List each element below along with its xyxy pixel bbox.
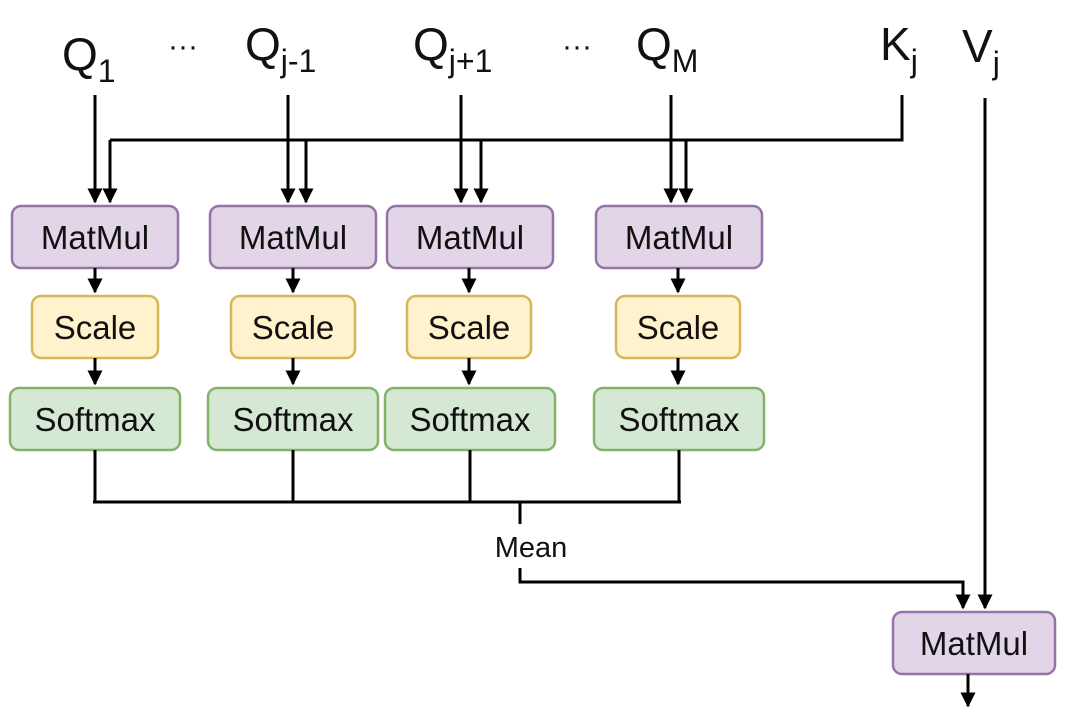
- input-qj-minus-1: Qj-1: [245, 18, 316, 79]
- softmax-label-3: Softmax: [409, 401, 531, 438]
- scale-label-3: Scale: [428, 309, 511, 346]
- scale-label-4: Scale: [637, 309, 720, 346]
- matmul-box-3: [387, 206, 553, 268]
- softmax-label-2: Softmax: [232, 401, 354, 438]
- scale-box-2: [231, 296, 355, 358]
- matmul-label-2: MatMul: [239, 219, 347, 256]
- final-matmul-box-border: [891, 610, 1057, 676]
- scale-box-4: [616, 296, 740, 358]
- matmul-box-2: [210, 206, 376, 268]
- final-matmul-box: [893, 612, 1055, 674]
- ellipsis-left: ···: [168, 30, 198, 63]
- scale-label-1: Scale: [54, 309, 137, 346]
- softmax-box-4: [594, 388, 764, 450]
- scale-box-1: [32, 296, 158, 358]
- input-q1: Q1: [62, 28, 116, 89]
- ellipsis-right: ···: [562, 30, 592, 63]
- matmul-box-4: [596, 206, 762, 268]
- input-kj: Kj: [880, 18, 918, 79]
- input-vj: Vj: [962, 20, 1000, 81]
- scale-box-3: [407, 296, 531, 358]
- softmax-box-1: [10, 388, 180, 450]
- matmul-label-1: MatMul: [41, 219, 149, 256]
- mean-label: Mean: [495, 532, 568, 564]
- edge-kj-bus: [110, 95, 904, 142]
- edge-mean-to-final-matmul: [518, 568, 971, 610]
- softmax-box-2: [208, 388, 378, 450]
- matmul-label-3: MatMul: [416, 219, 524, 256]
- matmul-label-4: MatMul: [625, 219, 733, 256]
- matmul-box-1: [12, 206, 178, 268]
- softmax-label-4: Softmax: [618, 401, 740, 438]
- softmax-label-1: Softmax: [34, 401, 156, 438]
- input-qj-plus-1: Qj+1: [413, 18, 492, 79]
- final-matmul-label: MatMul: [920, 625, 1028, 662]
- input-qm: QM: [636, 18, 698, 79]
- scale-label-2: Scale: [252, 309, 335, 346]
- softmax-box-3: [385, 388, 555, 450]
